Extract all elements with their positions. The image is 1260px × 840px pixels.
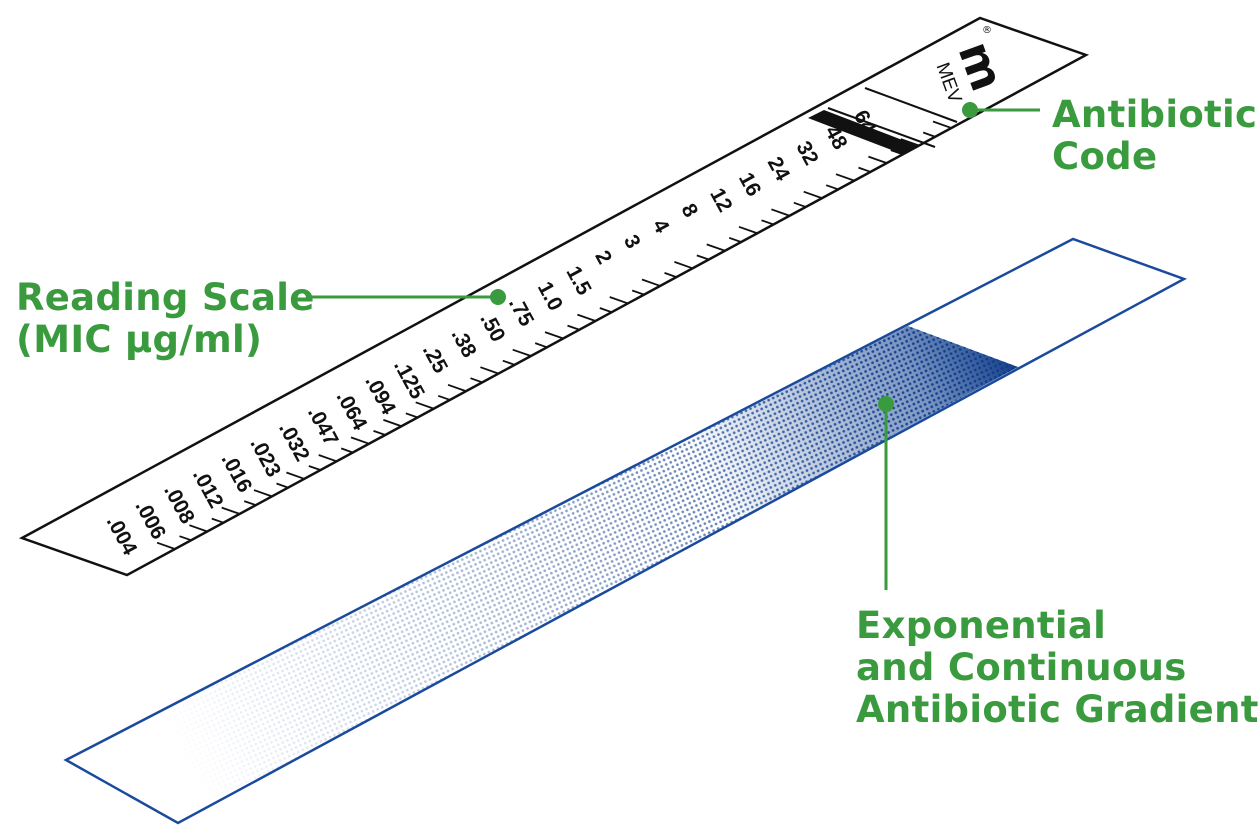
scale-tick bbox=[696, 254, 709, 261]
scale-tick bbox=[512, 348, 531, 357]
antibiotic-code-label-line1: Antibiotic bbox=[1052, 93, 1257, 136]
scale-tick bbox=[728, 236, 742, 243]
reading-scale-label-line2: (MIC µg/ml) bbox=[16, 318, 262, 361]
scale-tick bbox=[405, 412, 418, 419]
scale-tick bbox=[189, 524, 208, 533]
code-bar bbox=[808, 110, 918, 154]
scale-tick bbox=[447, 383, 467, 392]
callout-labels: Reading Scale (MIC µg/ml) Antibiotic Cod… bbox=[16, 93, 1259, 731]
scale-tick bbox=[243, 500, 256, 506]
scale-strip: .004.006.008.012.016.023.032.047.064.094… bbox=[18, 16, 1090, 577]
scale-tick bbox=[415, 401, 434, 410]
scale-tick bbox=[318, 454, 337, 463]
scale-tick bbox=[340, 447, 354, 454]
scale-tick bbox=[599, 307, 612, 313]
callout-leaders bbox=[312, 102, 1040, 590]
scale-tick bbox=[480, 366, 499, 375]
gradient-dot bbox=[878, 396, 894, 412]
scale-tick bbox=[706, 243, 725, 252]
scale-tick bbox=[793, 201, 806, 208]
scale-tick bbox=[803, 190, 822, 199]
scale-tick bbox=[577, 313, 596, 322]
scale-tick bbox=[308, 465, 321, 471]
code-separator-b bbox=[864, 87, 958, 123]
scale-tick bbox=[858, 166, 871, 173]
scale-tick bbox=[276, 482, 289, 489]
scale-tick bbox=[922, 131, 936, 138]
scale-tick bbox=[567, 324, 580, 331]
antibiotic-code-dot bbox=[962, 102, 978, 118]
antibiotic-code-label-line2: Code bbox=[1052, 135, 1157, 178]
gradient-label-line3: Antibiotic Gradient bbox=[856, 688, 1259, 731]
scale-tick bbox=[674, 261, 693, 270]
registered-mark: ® bbox=[982, 25, 992, 36]
scale-tick bbox=[609, 296, 628, 305]
scale-tick bbox=[437, 394, 450, 401]
scale-tick bbox=[156, 541, 176, 550]
scale-tick bbox=[631, 289, 644, 296]
gradient-label-line1: Exponential bbox=[856, 604, 1106, 647]
scale-tick bbox=[825, 184, 838, 191]
scale-tick bbox=[470, 377, 483, 384]
reading-scale: .004.006.008.012.016.023.032.047.064.094… bbox=[102, 106, 881, 559]
scale-tick bbox=[211, 517, 224, 524]
scale-tick bbox=[890, 149, 903, 155]
scale-tick bbox=[738, 225, 758, 234]
scale-strip-outline bbox=[18, 16, 1090, 577]
scale-tick bbox=[383, 419, 402, 427]
scale-tick bbox=[286, 471, 305, 480]
gradient-strip bbox=[63, 237, 1188, 825]
reading-scale-label-line1: Reading Scale bbox=[16, 276, 315, 319]
scale-tick bbox=[868, 155, 887, 164]
scale-tick bbox=[835, 173, 855, 182]
scale-tick bbox=[373, 430, 386, 436]
scale-ticks bbox=[156, 120, 952, 550]
scale-tick bbox=[534, 342, 548, 349]
scale-tick bbox=[502, 359, 515, 366]
gradient-solid-overlay bbox=[66, 326, 1018, 823]
scale-tick bbox=[179, 535, 192, 542]
scale-tick bbox=[544, 331, 564, 340]
scale-tick bbox=[664, 272, 677, 278]
scale-tick bbox=[221, 506, 240, 515]
scale-tick bbox=[253, 489, 273, 498]
scale-tick bbox=[900, 138, 919, 147]
code-separator-a bbox=[827, 107, 936, 148]
scale-tick bbox=[771, 208, 790, 217]
scale-tick bbox=[641, 278, 661, 287]
gradient-strip-outline bbox=[63, 237, 1188, 825]
scale-tick bbox=[761, 219, 774, 226]
scale-tick bbox=[350, 436, 370, 445]
gradient-label-line2: and Continuous bbox=[856, 646, 1187, 689]
scale-tick bbox=[932, 120, 952, 129]
reading-scale-dot bbox=[490, 289, 506, 305]
